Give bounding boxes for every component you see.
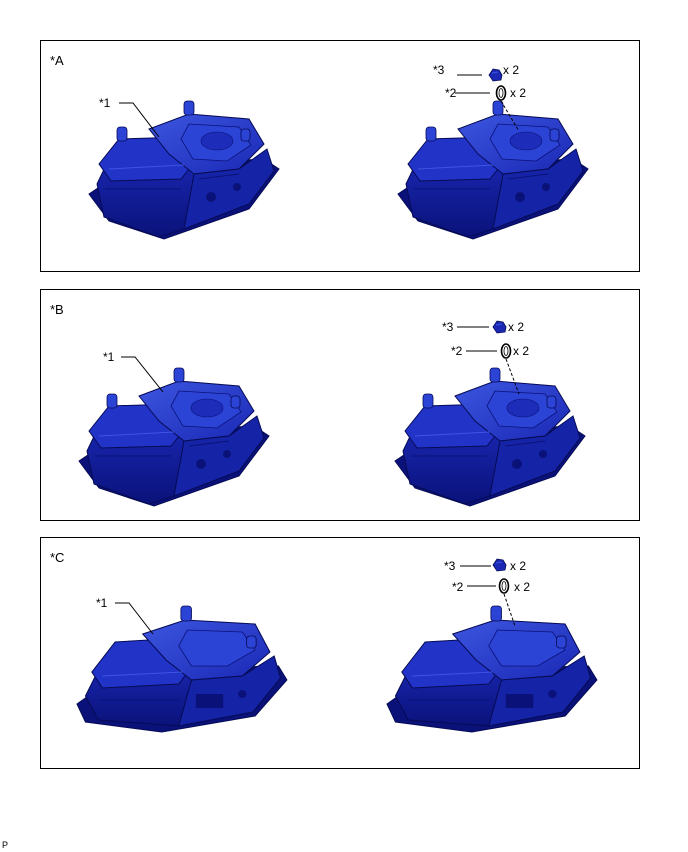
roof-console-housing-left (76, 605, 288, 733)
quantity-screw: x 2 (510, 559, 527, 573)
clip-icon (498, 578, 510, 594)
quantity-clip: x 2 (510, 86, 527, 100)
callout-base: *1 (103, 350, 115, 364)
install-dashed-line (503, 593, 516, 627)
install-dashed-line (505, 358, 520, 395)
callout-clip: *2 (452, 580, 464, 594)
callout-screw: *3 (442, 320, 454, 334)
panel-c: *C *1 *3 x 2 *2 x 2 (40, 537, 640, 769)
panel-b-illustration (78, 320, 586, 507)
panel-a: *A *1 *3 x 2 *2 x 2 (40, 40, 640, 272)
quantity-clip: x 2 (514, 580, 531, 594)
leader-line-base (115, 602, 154, 635)
illustration-code: P (2, 840, 9, 850)
install-dashed-line (500, 100, 520, 132)
leader-line-base (121, 356, 164, 393)
quantity-clip: x 2 (513, 344, 530, 358)
roof-console-housing-right (386, 605, 598, 733)
callout-screw: *3 (433, 63, 445, 77)
clip-icon (500, 343, 512, 359)
panel-label: *A (50, 53, 64, 68)
roof-console-housing-right (394, 367, 586, 507)
roof-console-housing-left (88, 100, 280, 240)
callout-base: *1 (96, 596, 108, 610)
quantity-screw: x 2 (508, 320, 525, 334)
roof-console-housing-right (397, 100, 589, 240)
screw-icon (492, 558, 507, 572)
leader-line-base (119, 102, 160, 138)
callout-clip: *2 (445, 86, 457, 100)
callout-base: *1 (99, 96, 111, 110)
clip-icon (495, 85, 507, 101)
panel-b: *B *1 *3 x 2 *2 x 2 (40, 289, 640, 521)
panel-a-illustration (88, 68, 589, 240)
panel-label: *C (50, 550, 65, 565)
callout-screw: *3 (444, 559, 456, 573)
roof-console-housing-left (78, 367, 270, 507)
screw-icon (488, 68, 503, 82)
panel-c-illustration (76, 558, 598, 733)
screw-icon (492, 320, 507, 334)
quantity-screw: x 2 (503, 63, 520, 77)
callout-clip: *2 (451, 344, 463, 358)
panel-label: *B (50, 302, 64, 317)
